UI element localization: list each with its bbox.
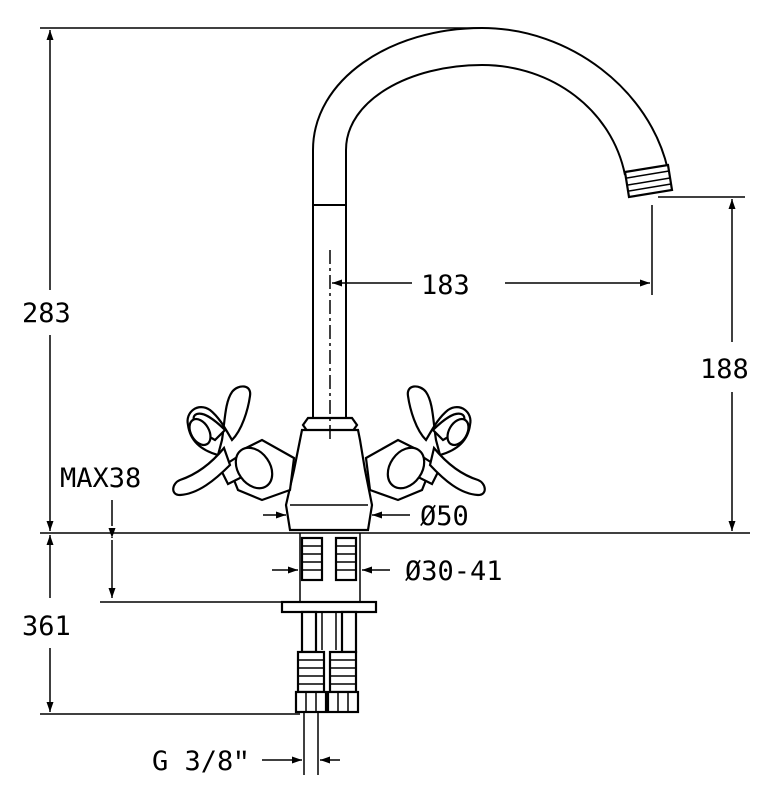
dim-188 — [658, 196, 745, 531]
faucet-outline — [172, 26, 674, 714]
dim-label-thread: G 3/8ʺ — [152, 746, 249, 777]
mounting-assembly — [280, 533, 378, 714]
aerator — [623, 163, 674, 199]
dim-283 — [40, 27, 750, 534]
right-cross-handle — [406, 385, 486, 497]
dim-361 — [40, 535, 300, 715]
dim-label-diameter-30-41: Ø30-41 — [405, 556, 503, 587]
dim-label-188: 188 — [700, 354, 749, 385]
mounting-plate — [280, 600, 378, 614]
dim-label-361: 361 — [22, 611, 71, 642]
left-cross-handle — [172, 385, 252, 497]
dim-label-283: 283 — [22, 298, 71, 329]
dim-label-diameter-50: Ø50 — [420, 501, 469, 532]
spout-outer — [312, 26, 669, 205]
valve-body — [284, 428, 374, 532]
left-valve — [218, 438, 296, 502]
spout-tube — [312, 204, 347, 425]
spout-inner — [345, 63, 626, 205]
right-valve — [364, 438, 442, 502]
dim-label-183: 183 — [421, 270, 470, 301]
dim-max38 — [100, 500, 282, 603]
dim-label-max38: MAX38 — [60, 463, 141, 494]
dim-thread — [262, 712, 340, 775]
dim-183 — [329, 205, 653, 440]
